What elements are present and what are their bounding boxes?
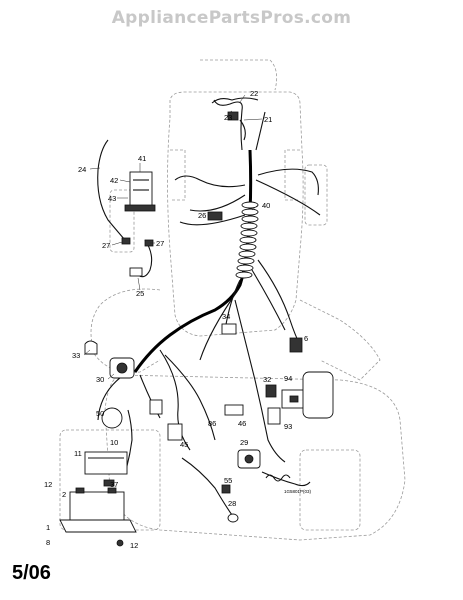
- bolt-55: [221, 484, 231, 494]
- switch-93: [267, 407, 281, 425]
- wire-29: [261, 471, 311, 487]
- callout-27a: 27: [102, 241, 110, 250]
- callout-94: 94: [284, 374, 292, 383]
- light-50: [101, 407, 123, 429]
- drawing-code: 1G5801P(03): [284, 489, 312, 494]
- ignition-switch-30: [109, 357, 135, 379]
- battery-assembly: [59, 451, 137, 547]
- callout-37: 37: [110, 480, 118, 489]
- relay-6: [289, 337, 303, 353]
- callout-46: 46: [238, 419, 246, 428]
- callout-43: 43: [108, 194, 116, 203]
- callout-11: 11: [74, 449, 82, 458]
- callout-30: 30: [96, 375, 104, 384]
- solenoid-29: [237, 449, 291, 482]
- callout-21: 21: [264, 115, 272, 124]
- callout-32: 32: [263, 375, 271, 384]
- callout-25: 25: [136, 289, 144, 298]
- callout-27b: 27: [156, 239, 164, 248]
- callout-50: 50: [96, 409, 104, 418]
- callout-10: 10: [110, 438, 118, 447]
- tractor-frame-outline: [59, 59, 406, 541]
- switch-32: [265, 384, 277, 398]
- callout-28: 28: [228, 499, 236, 508]
- callout-2: 2: [62, 490, 66, 499]
- callout-86: 86: [208, 419, 216, 428]
- callout-29: 29: [240, 438, 248, 447]
- callout-12a: 12: [44, 480, 52, 489]
- connector-34: [221, 323, 237, 335]
- wire-25: [137, 239, 153, 278]
- callout-41: 41: [138, 154, 146, 163]
- module-41-43: [124, 171, 156, 212]
- callout-34: 34: [222, 312, 230, 321]
- terminal-28: [227, 513, 239, 523]
- callout-labels: 22 23 21 24 41 42 43 40 26 27 27 25 34 6…: [44, 89, 312, 550]
- callout-45: 45: [180, 440, 188, 449]
- callout-40: 40: [262, 201, 270, 210]
- revision-date: 5/06: [12, 562, 51, 584]
- harness-coil: [235, 201, 259, 279]
- wire-24: [97, 139, 126, 241]
- callout-26: 26: [198, 211, 206, 220]
- connector-25: [129, 267, 143, 277]
- connector-86: [149, 399, 163, 415]
- callout-93: 93: [284, 422, 292, 431]
- callout-24: 24: [78, 165, 86, 174]
- callout-23: 23: [224, 113, 232, 122]
- site-watermark: AppliancePartsPros.com: [111, 8, 352, 28]
- pto-switch-94: [281, 371, 334, 419]
- callout-55: 55: [224, 476, 232, 485]
- callout-22: 22: [250, 89, 258, 98]
- clip-27b: [121, 237, 131, 245]
- seat-switch-22: [211, 97, 259, 121]
- callout-leaders: [83, 94, 263, 380]
- wire-10: [125, 409, 133, 471]
- callout-6: 6: [304, 334, 308, 343]
- switch-46: [224, 404, 244, 416]
- clip-33: [84, 340, 98, 355]
- connector-26: [207, 211, 223, 221]
- callout-12b: 12: [130, 541, 138, 550]
- fuse-45: [167, 423, 183, 441]
- callout-42: 42: [110, 176, 118, 185]
- callout-33: 33: [72, 351, 80, 360]
- wire-28: [181, 457, 233, 516]
- callout-8: 8: [46, 538, 50, 547]
- callout-1: 1: [46, 523, 50, 532]
